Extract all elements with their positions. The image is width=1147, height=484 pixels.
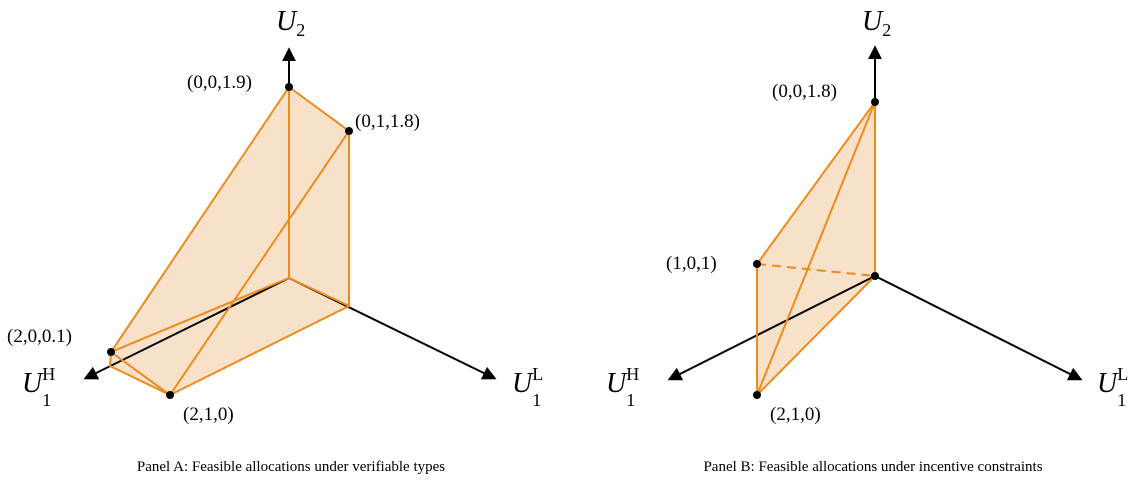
panel-b-vertex-2-1-0 [753, 391, 761, 399]
panel-a-label-point-3: (2,0,0.1) [7, 326, 72, 347]
panel-b-u1l-axis [874, 275, 1083, 381]
panel-a-caption: Panel A: Feasible allocations under veri… [137, 459, 445, 475]
panel-b-label-point-2: (1,0,1) [666, 253, 717, 274]
panel-b-label-point-1: (0,0,1.8) [772, 81, 837, 102]
panel-a-vertex-2-0-0.1 [107, 348, 115, 356]
panel-a-u2-label: U2 [276, 6, 305, 40]
panel-b-vertex-0-0-1.8 [871, 98, 879, 106]
panel-b-origin-point [871, 272, 879, 280]
panel-a-vertex-0-0-1.9 [285, 83, 293, 91]
panel-b-vertex-1-0-1 [753, 260, 761, 268]
panel-a-label-point-2: (0,1,1.8) [355, 111, 420, 132]
panel-a: (0,0,1.9) (0,1,1.8) (2,0,0.1) (2,1,0) U2… [7, 6, 543, 475]
panel-b-u2-label: U2 [862, 6, 891, 40]
panel-a-vertex-0-1-1.8 [345, 127, 353, 135]
panel-b-caption: Panel B: Feasible allocations under ince… [703, 459, 1042, 475]
panel-b-polytope-edges [756, 101, 876, 396]
panel-b-label-point-3: (2,1,0) [770, 404, 821, 425]
panel-b-u1h-axis [667, 275, 876, 381]
panel-a-u1h-axis [83, 277, 290, 380]
panel-a-label-point-1: (0,0,1.9) [187, 72, 252, 93]
panel-a-label-point-4: (2,1,0) [183, 404, 234, 425]
panel-a-vertex-2-1-0 [166, 391, 174, 399]
